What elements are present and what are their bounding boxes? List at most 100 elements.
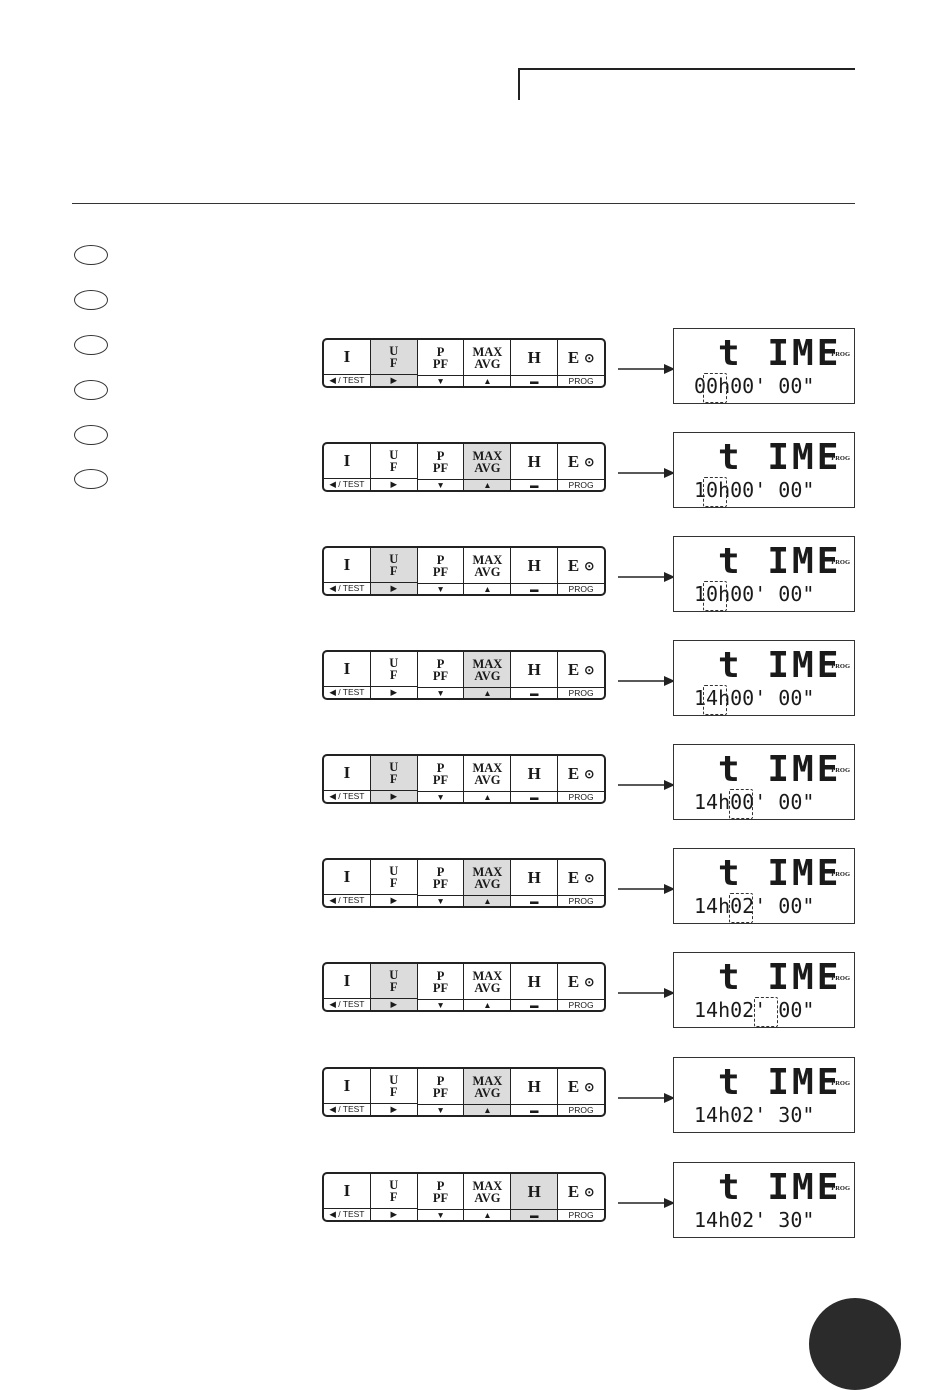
lcd-prog-indicator: PROG (831, 663, 850, 670)
key-e-prog-label: PROG (558, 895, 604, 906)
clock-icon: ⊙ (584, 870, 595, 885)
lcd-time-value: 14h02' 30" (694, 1103, 815, 1127)
key-max-avg-label: ▲ (464, 895, 511, 906)
key-e-prog[interactable]: E⊙PROG (558, 1069, 604, 1115)
key-e-prog[interactable]: E⊙PROG (558, 860, 604, 906)
lcd-time-value: 14h00' 00" (694, 790, 815, 814)
lcd-prog-indicator: PROG (831, 455, 850, 462)
key-h[interactable]: H▬ (511, 756, 559, 802)
lcd-display: t IME PROG 14h00' 00" (673, 640, 855, 716)
key-h-symbol: H (527, 555, 541, 575)
key-i[interactable]: I ◀ / TEST (324, 1174, 371, 1220)
lcd-time-value: 14h02' 30" (694, 1208, 815, 1232)
key-max-label: MAX (472, 968, 503, 983)
key-e-prog[interactable]: E⊙PROG (558, 964, 604, 1010)
lcd-display: t IME PROG 10h00' 00" (673, 536, 855, 612)
key-uf-label: ▶ (370, 1208, 417, 1220)
key-e-prog[interactable]: E⊙PROG (558, 548, 604, 594)
key-i[interactable]: I◀ / TEST (324, 964, 371, 1010)
key-h[interactable]: H▬ (511, 860, 559, 906)
key-pf-label: PF (432, 356, 449, 371)
key-h[interactable]: H▬ (511, 340, 559, 386)
key-max-avg-label: ▲ (464, 375, 511, 386)
key-max-label: MAX (472, 1178, 503, 1193)
key-i[interactable]: I◀ / TEST (324, 652, 371, 698)
key-max-avg-label: ▲ (464, 1209, 511, 1220)
key-p-pf-label: ▼ (417, 791, 464, 802)
key-h[interactable]: H▬ (511, 652, 559, 698)
key-h[interactable]: H▬ (511, 548, 559, 594)
key-u-label: U (389, 1073, 399, 1087)
key-i[interactable]: I◀ / TEST (324, 860, 371, 906)
key-u-label: U (389, 1178, 399, 1192)
key-max-label: MAX (472, 448, 503, 463)
language-badge-4 (74, 380, 108, 400)
lcd-time-word: t IME (718, 437, 842, 478)
key-e-symbol: E (567, 1181, 580, 1201)
key-e-symbol: E (567, 555, 580, 575)
key-h[interactable]: H▬ (511, 1069, 559, 1115)
key-i[interactable]: I◀ / TEST (324, 1069, 371, 1115)
key-i-symbol: I (343, 763, 351, 782)
key-e-prog[interactable]: E⊙PROG (558, 340, 604, 386)
blinking-digit-indicator (703, 477, 727, 507)
key-e-prog[interactable]: E⊙PROG (558, 1174, 604, 1220)
key-i[interactable]: I◀ / TEST (324, 444, 371, 490)
key-e-prog[interactable]: E⊙PROG (558, 444, 604, 490)
key-pf-label: PF (432, 772, 449, 787)
key-h[interactable]: H▬ (511, 964, 559, 1010)
clock-icon: ⊙ (584, 350, 595, 365)
key-i[interactable]: I◀ / TEST (324, 340, 371, 386)
key-max-avg-label: ▲ (464, 687, 511, 698)
lcd-time-value: 14h02' 00" (694, 894, 815, 918)
key-e-prog[interactable]: E⊙PROG (558, 652, 604, 698)
key-u-label: U (389, 968, 399, 982)
clock-icon: ⊙ (584, 974, 595, 989)
key-p-label: P (436, 1073, 445, 1088)
key-i-symbol: I (343, 1181, 351, 1200)
lcd-prog-indicator: PROG (831, 975, 850, 982)
key-h[interactable]: H▬ (511, 1174, 559, 1220)
key-e-prog-label: PROG (558, 479, 604, 490)
key-h-symbol: H (527, 867, 541, 887)
key-u-label: U (389, 864, 399, 878)
key-i-label: ◀ / TEST (324, 1208, 370, 1220)
language-badge-2 (74, 290, 108, 310)
key-i[interactable]: I◀ / TEST (324, 548, 371, 594)
key-e-prog-label: PROG (558, 1104, 604, 1115)
key-i[interactable]: I◀ / TEST (324, 756, 371, 802)
key-e-prog[interactable]: E⊙PROG (558, 756, 604, 802)
key-pf-label: PF (432, 1085, 449, 1100)
key-h[interactable]: H▬ (511, 444, 559, 490)
